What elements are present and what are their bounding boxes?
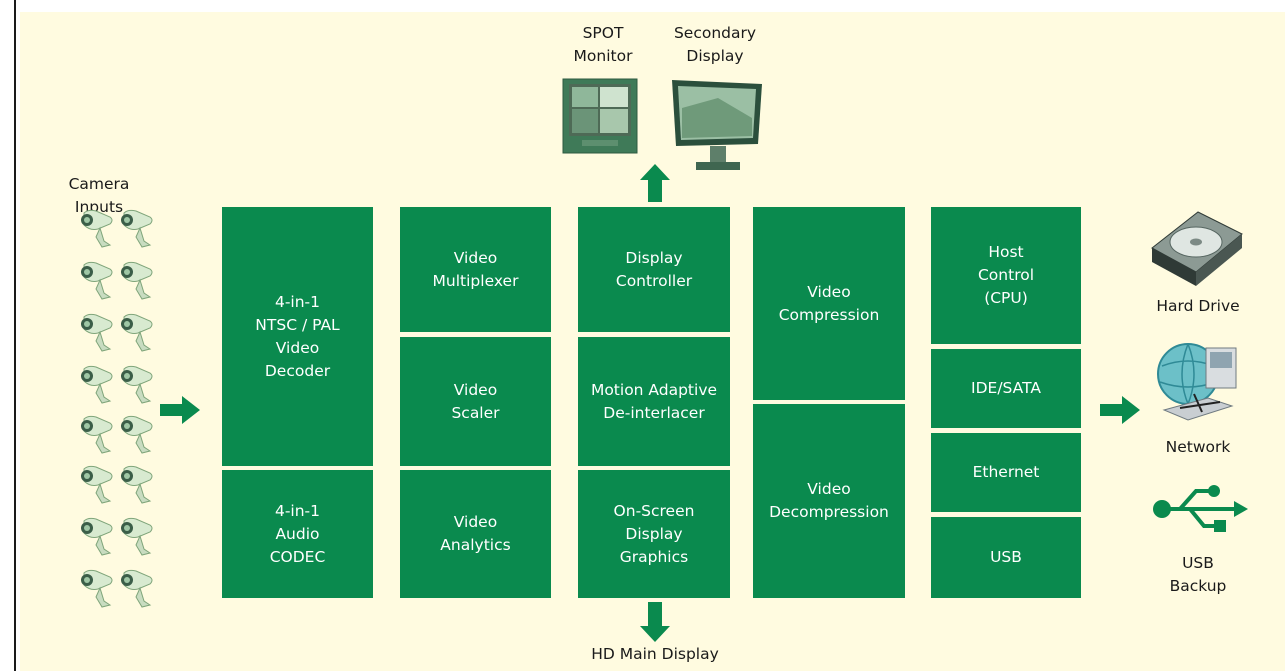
- usb-icon: [1153, 485, 1248, 532]
- lcd-display-icon: [672, 80, 762, 170]
- camera-inputs-group: [80, 209, 153, 608]
- network-computers-icon: [1157, 343, 1237, 421]
- network-label: Network: [1165, 438, 1231, 456]
- down-arrow-to-hd-display: [640, 602, 670, 642]
- video-multiplexer-block: Video Multiplexer: [400, 207, 551, 332]
- ide-sata-block: IDE/SATA: [931, 349, 1081, 428]
- hd-main-display-label: HD Main Display: [591, 645, 719, 663]
- audio-codec-block: 4-in-1 Audio CODEC: [222, 470, 373, 598]
- camera-icon: [80, 261, 153, 300]
- crt-monitor-icon: [562, 78, 638, 154]
- secondary-display-label: Secondary Display: [673, 24, 757, 65]
- usb-backup-label: USB Backup: [1169, 554, 1227, 595]
- up-arrow-to-monitors: [640, 164, 670, 202]
- camera-icon: [80, 209, 153, 248]
- spot-monitor-label: SPOT Monitor: [573, 24, 633, 65]
- video-analytics-block: Video Analytics: [400, 470, 551, 598]
- video-decoder-block: 4-in-1 NTSC / PAL Video Decoder: [222, 207, 373, 466]
- display-controller-block: Display Controller: [578, 207, 730, 332]
- deinterlacer-block: Motion Adaptive De-interlacer: [578, 337, 730, 466]
- camera-icon: [80, 313, 153, 352]
- left-border-rule: [14, 0, 16, 671]
- camera-icon: [80, 517, 153, 556]
- osd-graphics-block: On-Screen Display Graphics: [578, 470, 730, 598]
- camera-icon: [80, 365, 153, 404]
- hard-drive-icon: [1151, 211, 1243, 286]
- camera-icon: [80, 569, 153, 608]
- camera-icon: [80, 465, 153, 504]
- camera-icon: [80, 415, 153, 454]
- to-outputs-arrow: [1100, 396, 1140, 424]
- camera-to-decoder-arrow: [160, 396, 200, 424]
- video-compression-block: Video Compression: [753, 207, 905, 400]
- video-decompression-block: Video Decompression: [753, 404, 905, 598]
- hard-drive-label: Hard Drive: [1156, 297, 1240, 315]
- video-scaler-block: Video Scaler: [400, 337, 551, 466]
- host-control-block: Host Control (CPU): [931, 207, 1081, 344]
- ethernet-block: Ethernet: [931, 433, 1081, 512]
- usb-block: USB: [931, 517, 1081, 598]
